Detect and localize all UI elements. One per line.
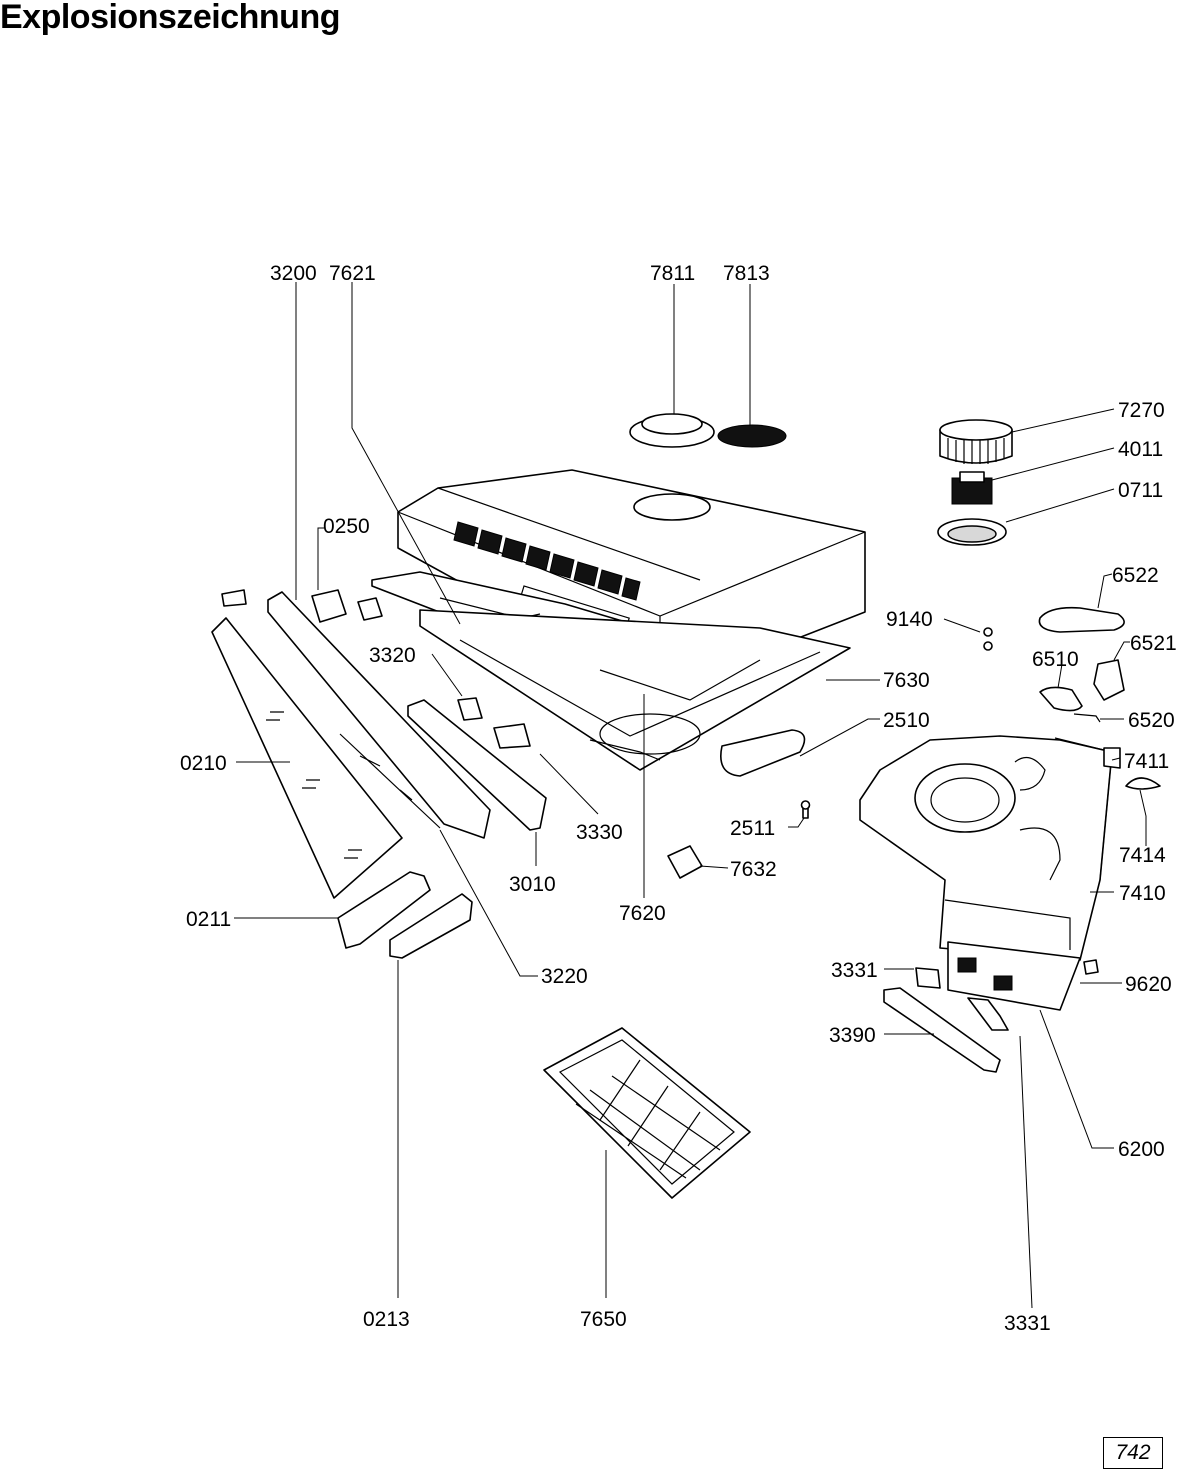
glass-panel-0210 [211, 617, 403, 899]
label-7811: 7811 [650, 262, 695, 285]
lamp-cover-6522 [1038, 606, 1125, 633]
label-7650: 7650 [580, 1308, 627, 1331]
clip-0250 [311, 589, 347, 623]
label-3331-upper: 3331 [831, 959, 878, 982]
label-6522: 6522 [1112, 564, 1159, 587]
page-number-box: 742 [1103, 1437, 1163, 1469]
switch-9620 [1083, 959, 1099, 975]
motor-4011 [951, 471, 993, 505]
label-2510: 2510 [883, 709, 930, 732]
clip-7632 [667, 845, 703, 879]
label-6200: 6200 [1118, 1138, 1165, 1161]
label-0711: 0711 [1118, 479, 1163, 502]
nozzle-7414 [1125, 777, 1161, 790]
label-3320: 3320 [369, 644, 416, 667]
label-0210: 0210 [180, 752, 227, 775]
label-0213: 0213 [363, 1308, 410, 1331]
label-7630: 7630 [883, 669, 930, 692]
part-labels: 3200 7621 7811 7813 7270 4011 0711 0250 … [180, 262, 1177, 1335]
motor-fan-7270 [939, 419, 1013, 464]
filter-ring-7811 [629, 413, 715, 448]
panel-0213 [389, 893, 473, 959]
label-7410: 7410 [1119, 882, 1166, 905]
label-7632: 7632 [730, 858, 777, 881]
label-9620: 9620 [1125, 973, 1172, 996]
clip-6520 [1073, 713, 1101, 723]
label-7813: 7813 [723, 262, 770, 285]
switch-3331-b [967, 997, 1009, 1031]
label-7411: 7411 [1124, 750, 1169, 773]
label-4011: 4011 [1118, 438, 1163, 461]
label-7620: 7620 [619, 902, 666, 925]
label-9140: 9140 [886, 608, 933, 631]
label-3390: 3390 [829, 1024, 876, 1047]
label-6520: 6520 [1128, 709, 1175, 732]
label-3010: 3010 [509, 873, 556, 896]
light-cover-2510 [720, 729, 806, 777]
label-3330: 3330 [576, 821, 623, 844]
slider-bar-3390 [883, 987, 1001, 1073]
front-panel-3200 [267, 591, 491, 839]
control-strip-3010 [407, 697, 547, 831]
label-7414: 7414 [1119, 844, 1166, 867]
bracket-7411 [1103, 747, 1121, 769]
lamp-socket-6521 [1093, 659, 1125, 701]
switch-3331-a [915, 967, 941, 989]
clip-0250-b [357, 597, 383, 621]
label-7270: 7270 [1118, 399, 1165, 422]
bulb-6510 [1039, 686, 1083, 712]
label-6510: 6510 [1032, 648, 1079, 671]
vent-slots [453, 521, 641, 601]
cover-7813 [717, 424, 787, 448]
fan-housing-7410 [859, 735, 1113, 961]
ring-9140-a [983, 627, 993, 637]
label-3220: 3220 [541, 965, 588, 988]
control-board-6200 [947, 941, 1081, 1011]
label-0250: 0250 [323, 515, 370, 538]
glass-clip-0211 [337, 871, 431, 949]
label-7621: 7621 [329, 262, 376, 285]
label-6521: 6521 [1130, 632, 1177, 655]
fan-wheel-0711 [937, 518, 1007, 546]
label-3331-lower: 3331 [1004, 1312, 1051, 1335]
label-2511: 2511 [730, 817, 775, 840]
leader-lines [234, 282, 1147, 1309]
grease-filter-7650 [543, 1027, 751, 1199]
ring-9140-b [983, 641, 993, 651]
page-title: Explosionszeichnung [0, 0, 340, 36]
label-3200: 3200 [270, 262, 317, 285]
label-0211: 0211 [186, 908, 231, 931]
base-tray [419, 609, 851, 771]
clip-upper [221, 589, 247, 607]
